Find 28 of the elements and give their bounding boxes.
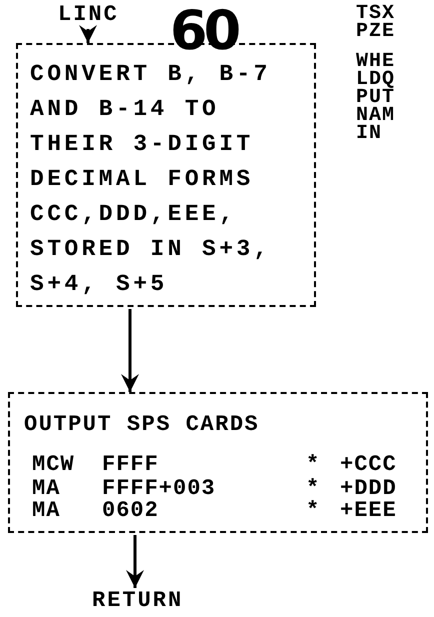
arrow bbox=[121, 309, 139, 392]
terminal-label: LINC bbox=[58, 2, 119, 27]
table-cell: +CCC bbox=[340, 454, 397, 476]
table-cell: FFFF bbox=[102, 454, 159, 476]
table-cell: * bbox=[306, 454, 320, 476]
process-text: CONVERT B, B-7 AND B-14 TO THEIR 3-DIGIT DECIMAL FORMS CCC,DDD,EEE, STORED IN S+3, S+4, S+5 bbox=[30, 60, 272, 299]
table-cell: * bbox=[306, 478, 320, 500]
table-cell: +DDD bbox=[340, 478, 397, 500]
table-cell: 0602 bbox=[102, 500, 159, 522]
code-note: PUT bbox=[356, 88, 396, 108]
code-note: PZE bbox=[356, 22, 396, 42]
code-note: IN bbox=[356, 124, 382, 144]
code-note: TSX bbox=[356, 4, 396, 24]
arrow bbox=[126, 535, 144, 588]
terminal-label: RETURN bbox=[92, 588, 184, 613]
table-cell: * bbox=[306, 500, 320, 522]
table-cell: MA bbox=[32, 500, 60, 522]
table-cell: +EEE bbox=[340, 500, 397, 522]
page-number: 60 bbox=[170, 4, 238, 58]
code-note: NAM bbox=[356, 106, 396, 126]
table-cell: FFFF+003 bbox=[102, 478, 216, 500]
code-note: WHE bbox=[356, 52, 396, 72]
box-heading: OUTPUT SPS CARDS bbox=[24, 414, 260, 436]
code-note: LDQ bbox=[356, 70, 396, 90]
arrow bbox=[79, 25, 97, 43]
process-box bbox=[8, 392, 428, 533]
table-cell: MA bbox=[32, 478, 60, 500]
table-cell: MCW bbox=[32, 454, 75, 476]
